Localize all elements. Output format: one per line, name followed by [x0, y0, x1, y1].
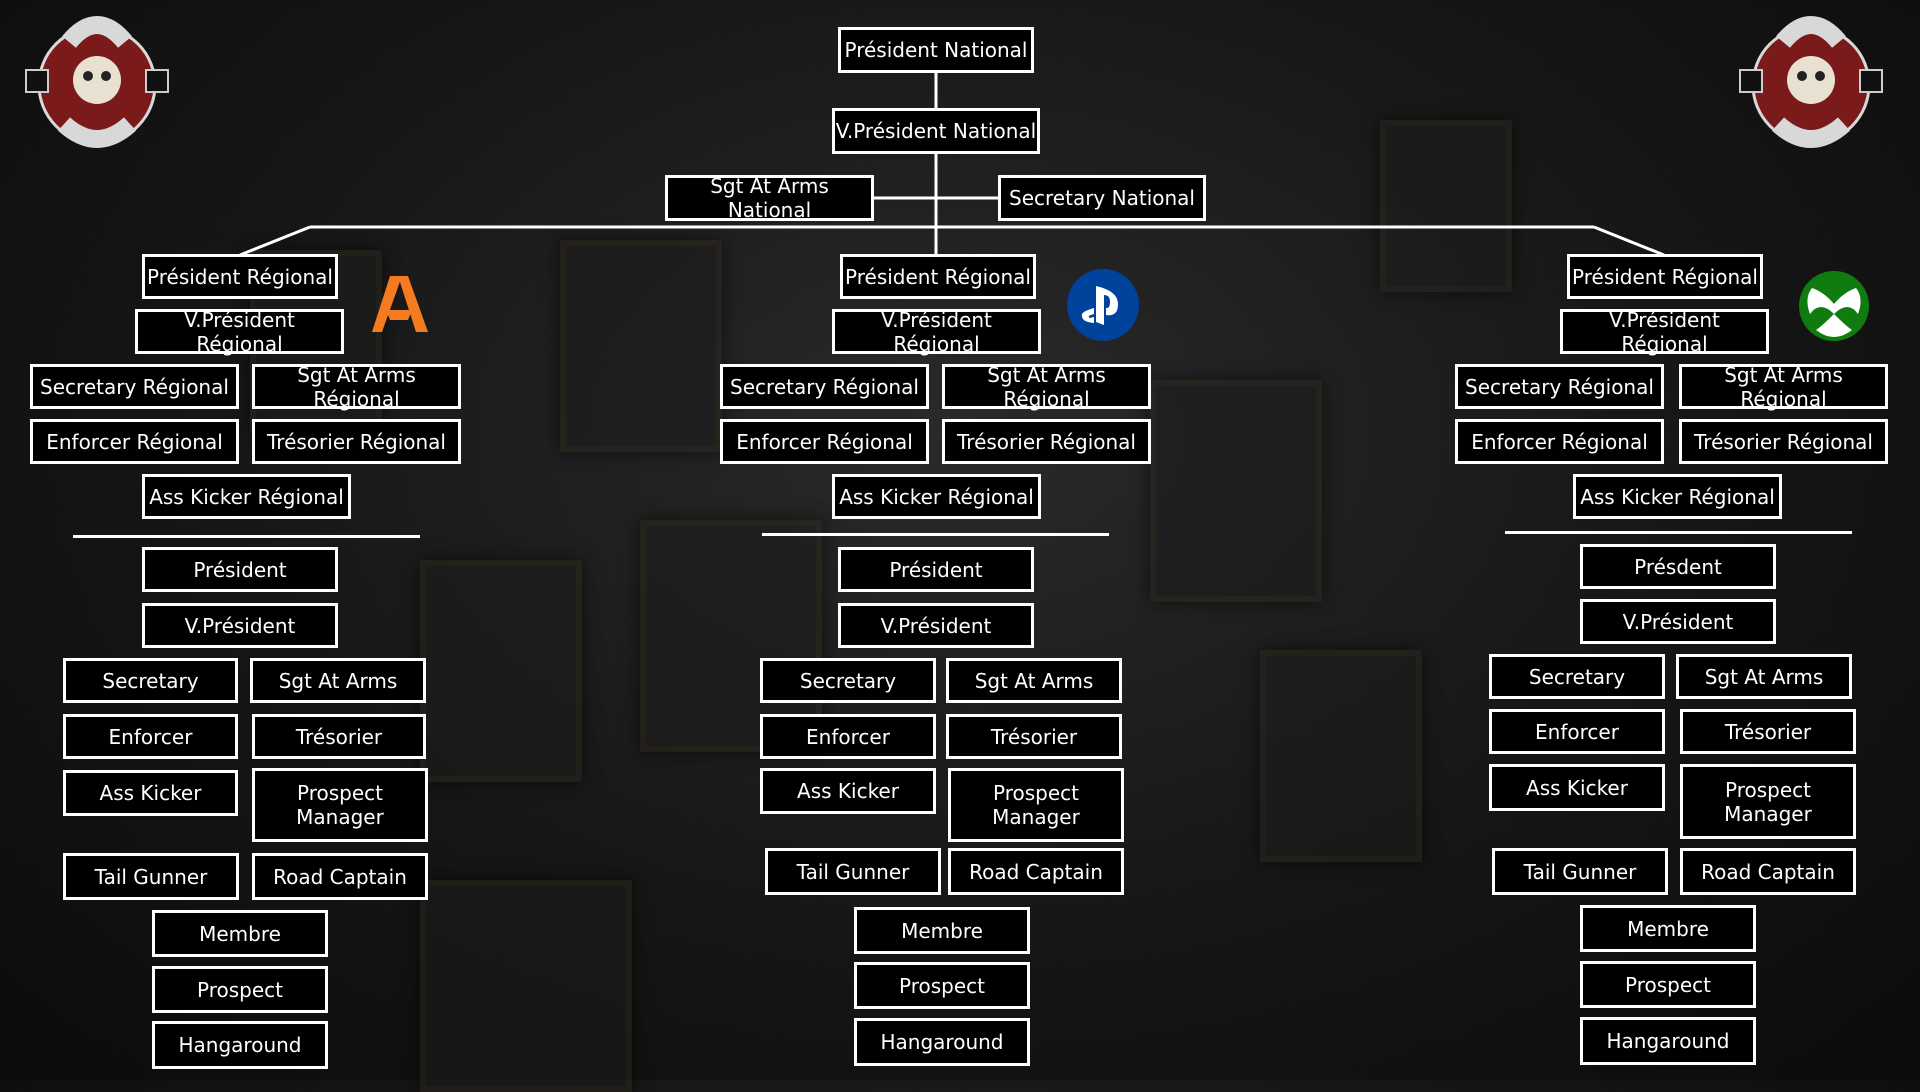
- chapter-enforcer: Enforcer: [63, 714, 238, 759]
- chapter-ass-kicker: Ass Kicker: [1489, 764, 1665, 811]
- chapter-secretary: Secretary: [760, 658, 936, 703]
- chapter-vice-president: V.Président: [1580, 599, 1776, 644]
- chapter-tail-gunner: Tail Gunner: [63, 853, 239, 900]
- chapter-hangaround: Hangaround: [152, 1021, 328, 1069]
- chapter-president: Présdent: [1580, 544, 1776, 589]
- regional-vice-president: V.Président Régional: [135, 308, 344, 356]
- chapter-treasurer: Trésorier: [946, 714, 1122, 759]
- chapter-president: Président: [142, 547, 338, 592]
- fivem-icon: [372, 276, 428, 332]
- regional-ass-kicker: Ass Kicker Régional: [832, 474, 1041, 519]
- national-vice-president: V.Président National: [832, 108, 1040, 154]
- regional-secretary: Secretary Régional: [720, 364, 929, 409]
- chapter-hangaround: Hangaround: [854, 1018, 1030, 1066]
- chapter-enforcer: Enforcer: [1489, 709, 1665, 754]
- regional-sgt-at-arms: Sgt At Arms Régional: [942, 363, 1151, 411]
- regional-sgt-at-arms: Sgt At Arms Régional: [1679, 363, 1888, 411]
- chapter-sgt-at-arms: Sgt At Arms: [1676, 654, 1852, 699]
- background-frame: [1380, 120, 1512, 292]
- regional-enforcer: Enforcer Régional: [720, 419, 929, 464]
- regional-vice-president: V.Président Régional: [832, 308, 1041, 356]
- regional-sgt-at-arms: Sgt At Arms Régional: [252, 363, 461, 411]
- regional-vice-president: V.Président Régional: [1560, 308, 1769, 356]
- chapter-prospect-manager: Prospect Manager: [252, 768, 428, 842]
- chapter-member: Membre: [1580, 905, 1756, 952]
- regional-president: Président Régional: [840, 254, 1036, 299]
- chapter-sgt-at-arms: Sgt At Arms: [946, 658, 1122, 703]
- regional-enforcer: Enforcer Régional: [30, 419, 239, 464]
- regional-treasurer: Trésorier Régional: [1679, 419, 1888, 464]
- chapter-road-captain: Road Captain: [948, 848, 1124, 895]
- chapter-member: Membre: [152, 910, 328, 957]
- chapter-tail-gunner: Tail Gunner: [1492, 848, 1668, 895]
- regional-enforcer: Enforcer Régional: [1455, 419, 1664, 464]
- background-frame: [420, 560, 582, 782]
- chapter-ass-kicker: Ass Kicker: [63, 770, 238, 816]
- regional-ass-kicker: Ass Kicker Régional: [1573, 474, 1782, 519]
- chapter-prospect-manager: Prospect Manager: [1680, 764, 1856, 839]
- connector-line: [239, 225, 311, 257]
- regional-president: Président Régional: [142, 254, 338, 299]
- chapter-prospect-manager: Prospect Manager: [948, 768, 1124, 842]
- background-frame: [560, 240, 722, 452]
- sons-of-reaper-logo: [25, 16, 169, 148]
- national-sgt-at-arms: Sgt At Arms National: [665, 174, 874, 222]
- regional-secretary: Secretary Régional: [30, 364, 239, 409]
- chapter-prospect: Prospect: [1580, 961, 1756, 1008]
- chapter-secretary: Secretary: [1489, 654, 1665, 699]
- regional-treasurer: Trésorier Régional: [942, 419, 1151, 464]
- chapter-divider: [762, 533, 1109, 536]
- background-frame: [420, 880, 632, 1092]
- chapter-hangaround: Hangaround: [1580, 1017, 1756, 1065]
- background-frame: [1150, 380, 1322, 602]
- chapter-member: Membre: [854, 907, 1030, 954]
- regional-treasurer: Trésorier Régional: [252, 419, 461, 464]
- chapter-ass-kicker: Ass Kicker: [760, 768, 936, 814]
- national-president: Président National: [838, 27, 1034, 73]
- chapter-divider: [1505, 531, 1852, 534]
- playstation-icon: [1067, 269, 1139, 341]
- chapter-road-captain: Road Captain: [252, 853, 428, 900]
- xbox-icon: [1799, 271, 1869, 341]
- chapter-secretary: Secretary: [63, 658, 238, 703]
- regional-president: Président Régional: [1567, 254, 1763, 299]
- chapter-president: Président: [838, 547, 1034, 592]
- regional-ass-kicker: Ass Kicker Régional: [142, 474, 351, 519]
- chapter-prospect: Prospect: [152, 966, 328, 1013]
- chapter-enforcer: Enforcer: [760, 714, 936, 759]
- national-secretary: Secretary National: [998, 175, 1206, 221]
- background-frame: [640, 520, 822, 752]
- chapter-vice-president: V.Président: [142, 603, 338, 648]
- chapter-divider: [73, 535, 420, 538]
- chapter-tail-gunner: Tail Gunner: [765, 848, 941, 895]
- connector-line: [1593, 225, 1665, 257]
- regional-secretary: Secretary Régional: [1455, 364, 1664, 409]
- chapter-prospect: Prospect: [854, 962, 1030, 1009]
- chapter-sgt-at-arms: Sgt At Arms: [250, 658, 426, 703]
- chapter-road-captain: Road Captain: [1680, 848, 1856, 895]
- chapter-vice-president: V.Président: [838, 603, 1034, 648]
- sons-of-reaper-logo: [1739, 16, 1883, 148]
- chapter-treasurer: Trésorier: [1680, 709, 1856, 754]
- background-frame: [1260, 650, 1422, 862]
- chapter-treasurer: Trésorier: [252, 714, 426, 759]
